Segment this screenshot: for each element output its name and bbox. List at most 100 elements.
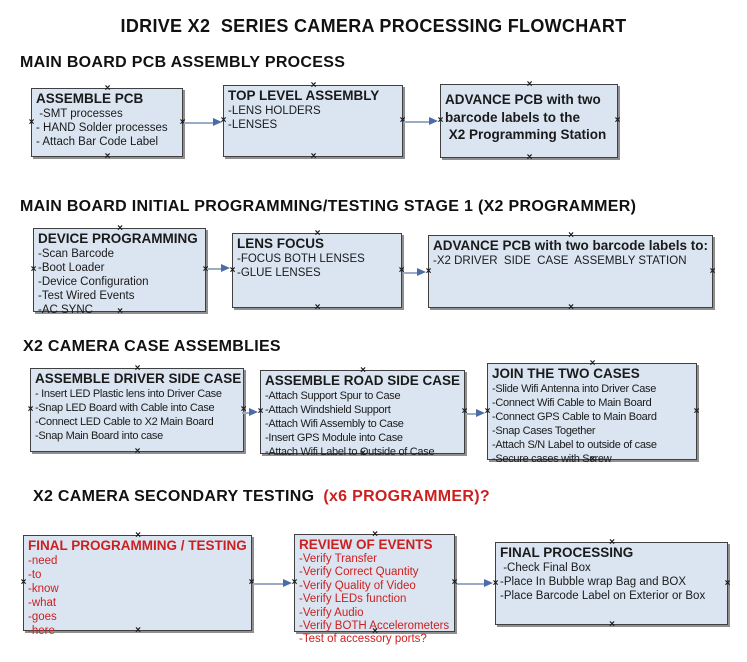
box-item: -Snap Cases Together [492,425,596,437]
box-item: -Snap Main Board into case [35,430,163,442]
connector-arrow-icon[interactable] [403,268,426,277]
box-item: -Verify BOTH Accelerometers [299,620,450,633]
connection-handle-icon: × [134,446,141,457]
connection-handle-icon: × [526,79,533,90]
box-item: -AC SYNC [38,304,93,316]
connection-handle-icon: × [568,302,574,313]
box-item-list: -Slide Wifi Antenna into Driver Case -Con… [492,382,696,466]
connector-arrow-icon[interactable] [466,409,485,418]
flow-box-assemble-road-side-case[interactable]: ASSEMBLE ROAD SIDE CASE -Attach Support … [258,366,468,459]
box-item: -Attach Wifi Assembly to Case [265,418,404,430]
arrow-head-icon [476,409,485,417]
arrow-line [403,271,421,274]
box-title: TOP LEVEL ASSEMBLY [228,88,380,103]
arrow-head-icon [249,408,258,416]
box-title: JOIN THE TWO CASES [492,366,640,381]
box-item: -X2 DRIVER SIDE CASE ASSEMBLY STATION [433,255,687,267]
box-item-list: -Scan Barcode-Boot Loader-Device Configu… [38,247,205,317]
box-item-list: -X2 DRIVER SIDE CASE ASSEMBLY STATION [433,254,712,268]
flow-box-assemble-driver-side-case[interactable]: ASSEMBLE DRIVER SIDE CASE - Insert LED P… [27,364,247,457]
arrow-head-icon [484,579,493,587]
flow-box-final-programming-testing[interactable]: FINAL PROGRAMMING / TESTING -need-to-kno… [20,531,255,638]
flow-box-advance-pcb-case-assembly[interactable]: ADVANCE PCB with two barcode labels to: … [425,231,716,313]
flow-box-lens-focus[interactable]: LENS FOCUS -FOCUS BOTH LENSES -GLUE LENSE… [229,229,405,313]
box-item: - HAND Solder processes [36,122,168,134]
flow-box-final-processing[interactable]: FINAL PROCESSING -Check Final Box -Place … [493,538,731,630]
connection-handle-icon: × [484,405,491,417]
box-item: -Place Barcode Label on Exterior or Box [500,590,706,602]
box-item-list: -FOCUS BOTH LENSES -GLUE LENSES [237,252,401,280]
box-item: -Connect Wifi Cable to Main Board [492,397,652,409]
arrow-head-icon [283,579,292,587]
connection-handle-icon: × [425,265,432,277]
arrow-line [457,582,488,585]
box-item: -to [28,569,42,581]
box-title: FINAL PROGRAMMING / TESTING [28,538,247,553]
arrow-line [184,121,217,124]
box-title: ASSEMBLE DRIVER SIDE CASE [35,371,242,386]
box-item-list: -need-to-know-what-goes-here [28,554,251,638]
flow-box-join-the-two-cases[interactable]: JOIN THE TWO CASES -Slide Wifi Antenna i… [484,359,700,466]
connection-handle-icon: × [20,577,27,588]
box-item: -Check Final Box [500,562,591,574]
box-item-list: -Verify Transfer-Verify Correct Quantity… [299,553,454,647]
box-item-list: -LENS HOLDERS -LENSES [228,104,402,132]
connector-arrow-icon[interactable] [457,579,493,588]
connection-handle-icon: × [28,116,35,128]
box-item: -goes [28,611,57,623]
connection-handle-icon: × [437,115,444,126]
box-item: -Attach Support Spur to Case [265,390,401,402]
box-title: ADVANCE PCB with two barcode labels to: [433,238,709,253]
box-title: DEVICE PROGRAMMING [38,231,198,246]
connector-arrow-icon[interactable] [404,117,438,126]
box-item: -Attach Windshield Support [265,404,391,416]
box-item: -Secure cases with Screw [492,453,612,465]
box-title: LENS FOCUS [237,236,325,251]
connection-handle-icon: × [27,404,34,415]
connection-handle-icon: × [314,302,321,313]
flow-box-review-of-events[interactable]: REVIEW OF EVENTS -Verify Transfer-Verify… [292,530,458,646]
heading-black-part: X2 CAMERA SECONDARY TESTING [33,488,315,505]
box-item: X2 Programming Station [445,127,607,142]
flow-box-device-programming[interactable]: DEVICE PROGRAMMING -Scan Barcode-Boot Lo… [31,224,209,317]
box-item: -know [28,583,59,595]
arrow-head-icon [213,118,222,126]
connection-handle-icon: × [310,151,317,162]
connection-handle-icon: × [609,619,615,630]
page-title: IDRIVE X2 SERIES CAMERA PROCESSING FLOWC… [120,16,627,36]
box-item: -Boot Loader [38,262,105,274]
arrow-line [207,267,225,270]
box-item: -LENS HOLDERS [228,105,321,117]
box-item-list: -SMT processes- HAND Solder processes- A… [36,107,182,149]
connection-handle-icon: × [229,264,236,276]
flow-box-assemble-pcb[interactable]: ASSEMBLE PCB -SMT processes- HAND Solder… [28,84,186,162]
box-item-list: - Insert LED Plastic lens into Driver Ca… [35,387,243,443]
box-item: - Attach Bar Code Label [36,136,159,148]
box-item: -Test of accessory ports? [299,633,427,646]
box-item: -Insert GPS Module into Case [265,432,403,444]
box-item: -Slide Wifi Antenna into Driver Case [492,383,657,395]
box-item: - Insert LED Plastic lens into Driver Ca… [35,388,222,400]
box-item: -Attach Wifi Label to Outside of Case [265,446,435,458]
box-title: ASSEMBLE ROAD SIDE CASE [265,373,461,388]
box-item: -FOCUS BOTH LENSES [237,253,365,265]
box-item: -Snap LED Board with Cable into Case [35,402,215,414]
arrow-head-icon [221,264,230,272]
arrow-head-icon [429,117,438,125]
box-item: -LENSES [228,119,278,131]
flow-box-top-level-assembly[interactable]: TOP LEVEL ASSEMBLY -LENS HOLDERS-LENSES … [221,81,406,162]
connector-arrow-icon[interactable] [242,408,258,417]
connector-arrow-icon[interactable] [184,118,222,127]
connection-handle-icon: × [709,265,716,277]
arrow-line [242,411,253,414]
connection-handle-icon: × [526,152,533,163]
box-item: -Verify Correct Quantity [299,566,419,579]
box-item: -GLUE LENSES [237,267,321,279]
connector-arrow-icon[interactable] [207,264,230,273]
connector-arrow-icon[interactable] [253,579,292,588]
box-title: ASSEMBLE PCB [36,91,144,106]
box-title: FINAL PROCESSING [500,545,634,560]
box-item: -Verify Quality of Video [299,579,416,592]
